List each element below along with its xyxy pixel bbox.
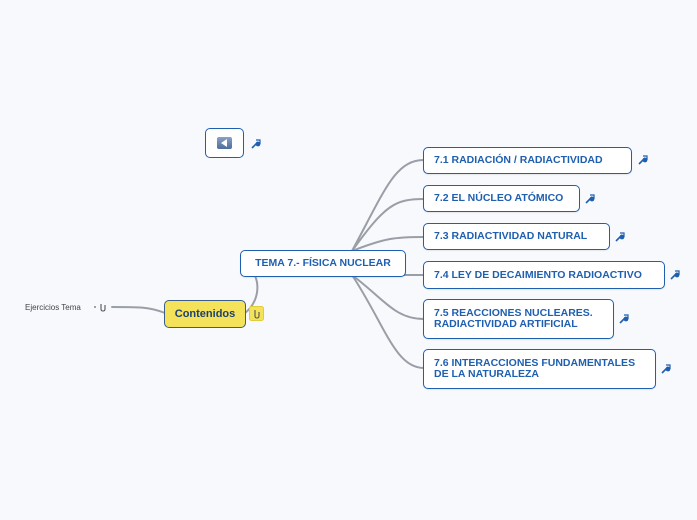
root-node[interactable]: Contenidos bbox=[164, 300, 246, 328]
subtopic-label: 7.2 EL NÚCLEO ATÓMICO bbox=[434, 192, 564, 204]
subtopic-node-1[interactable]: 7.1 RADIACIÓN / RADIACTIVIDAD bbox=[423, 147, 632, 174]
link-icon[interactable] bbox=[660, 363, 672, 375]
link-icon[interactable] bbox=[669, 269, 681, 281]
subtopic-label-line-2: RADIACTIVIDAD ARTIFICIAL bbox=[434, 318, 578, 330]
back-button[interactable] bbox=[205, 128, 244, 158]
subtopic-node-4[interactable]: 7.4 LEY DE DECAIMIENTO RADIOACTIVO bbox=[423, 261, 665, 289]
root-attachment-icon[interactable] bbox=[249, 306, 264, 321]
connector-sub-3 bbox=[351, 236, 425, 252]
left-branch-label[interactable]: Ejercicios Tema bbox=[25, 303, 81, 312]
link-icon[interactable] bbox=[250, 138, 262, 150]
main-topic-label: TEMA 7.- FÍSICA NUCLEAR bbox=[255, 257, 391, 269]
link-icon[interactable] bbox=[614, 231, 626, 243]
link-icon[interactable] bbox=[637, 154, 649, 166]
connector-sub-6 bbox=[351, 274, 425, 369]
link-icon[interactable] bbox=[618, 313, 630, 325]
connector-root-left bbox=[111, 306, 166, 314]
link-icon[interactable] bbox=[584, 193, 596, 205]
subtopic-label-line-1: 7.5 REACCIONES NUCLEARES. bbox=[434, 307, 593, 319]
main-topic-node[interactable]: TEMA 7.- FÍSICA NUCLEAR bbox=[240, 250, 406, 277]
subtopic-node-6[interactable]: 7.6 INTERACCIONES FUNDAMENTALES DE LA NA… bbox=[423, 349, 656, 389]
root-node-label: Contenidos bbox=[174, 308, 236, 320]
subtopic-label-line-2: DE LA NATURALEZA bbox=[434, 368, 539, 380]
subtopic-label-line-1: 7.6 INTERACCIONES FUNDAMENTALES bbox=[434, 357, 636, 369]
subtopic-label: 7.3 RADIACTIVIDAD NATURAL bbox=[434, 230, 588, 242]
connector-sub-1 bbox=[351, 159, 425, 252]
connector-sub-5 bbox=[351, 274, 425, 320]
subtopic-label: 7.1 RADIACIÓN / RADIACTIVIDAD bbox=[434, 154, 603, 166]
back-icon bbox=[217, 137, 232, 149]
subtopic-node-3[interactable]: 7.3 RADIACTIVIDAD NATURAL bbox=[423, 223, 610, 250]
subtopic-node-2[interactable]: 7.2 EL NÚCLEO ATÓMICO bbox=[423, 185, 580, 212]
subtopic-label: 7.4 LEY DE DECAIMIENTO RADIOACTIVO bbox=[434, 268, 642, 281]
subtopic-node-5[interactable]: 7.5 REACCIONES NUCLEARES. RADIACTIVIDAD … bbox=[423, 299, 614, 339]
attachment-icon[interactable] bbox=[92, 302, 108, 312]
connector-sub-2 bbox=[351, 198, 425, 252]
